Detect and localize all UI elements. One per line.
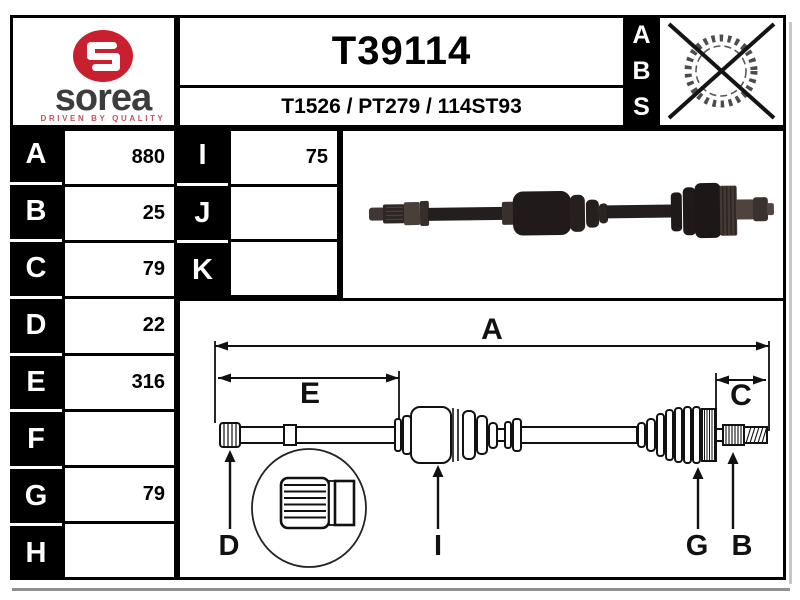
pointer-arrows (228, 454, 735, 529)
abs-ring-box (657, 15, 786, 128)
spec-value-column-left: 880 25 79 22 316 79 (62, 128, 177, 580)
pointer-label-d: D (219, 530, 240, 562)
spec-value (231, 242, 337, 296)
abs-letter-a: A (632, 21, 651, 50)
spec-value: 22 (65, 299, 174, 356)
spec-letter: A (10, 128, 62, 182)
spec-value: 25 (65, 187, 174, 244)
dimension-arrowheads (215, 341, 769, 385)
pointer-label-g: G (686, 530, 709, 562)
sorea-logo-icon: sorea DRIVEN BY QUALITY (41, 30, 166, 123)
spec-letter: F (10, 412, 62, 467)
spec-letter: B (10, 184, 62, 239)
reference-numbers: T1526 / PT279 / 114ST93 (281, 94, 522, 118)
abs-letter-s: S (633, 92, 650, 121)
spec-letter: G (10, 469, 62, 524)
brand-tagline: DRIVEN BY QUALITY (41, 114, 166, 123)
reference-row: T1526 / PT279 / 114ST93 (180, 88, 623, 125)
abs-letter-b: B (632, 56, 651, 85)
spec-value (65, 411, 174, 468)
spec-value: 880 (65, 131, 174, 188)
spec-letter-column-mid: I J K (177, 128, 228, 299)
driveshaft-photo (368, 182, 774, 239)
spec-letter: I (177, 128, 228, 183)
spec-value (65, 523, 174, 577)
dim-label-e: E (300, 377, 320, 410)
spec-letter: H (10, 526, 62, 580)
cross-line-2 (667, 22, 776, 120)
shaft-outline (219, 406, 768, 464)
pointer-label-i: I (434, 530, 442, 562)
product-photo-box (340, 128, 786, 301)
frame-shadow-bottom (12, 588, 790, 591)
spec-letter: C (10, 241, 62, 296)
spec-value (231, 186, 337, 243)
spec-letter: J (177, 185, 228, 241)
dim-label-c: C (730, 379, 752, 412)
part-number-row: T39114 (180, 18, 623, 88)
brand-name: sorea (55, 77, 153, 119)
spec-value: 75 (231, 131, 337, 187)
spec-value-column-mid: 75 (228, 128, 340, 298)
spec-letter: K (177, 243, 228, 299)
spec-value: 79 (65, 243, 174, 300)
spline-detail-circle (251, 448, 367, 568)
spec-letter: E (10, 355, 62, 410)
driveshaft-dimension-drawing: A E C (214, 313, 770, 568)
brand-logo-box: sorea DRIVEN BY QUALITY (10, 15, 177, 128)
pointer-label-b: B (732, 530, 753, 562)
part-number: T39114 (331, 29, 472, 73)
frame-shadow-right (789, 22, 792, 584)
abs-letter-strip: A B S (626, 15, 657, 128)
sorea-s-icon (87, 42, 120, 71)
abs-ring-crossed-icon (667, 22, 776, 120)
technical-drawing-box: A E C (177, 298, 786, 580)
spec-value: 79 (65, 467, 174, 524)
dim-label-a: A (481, 313, 503, 346)
spec-value: 316 (65, 355, 174, 412)
header-box: T39114 T1526 / PT279 / 114ST93 (177, 15, 626, 128)
spec-letter: D (10, 298, 62, 353)
spec-letter-column-left: A B C D E F G H (10, 128, 62, 580)
